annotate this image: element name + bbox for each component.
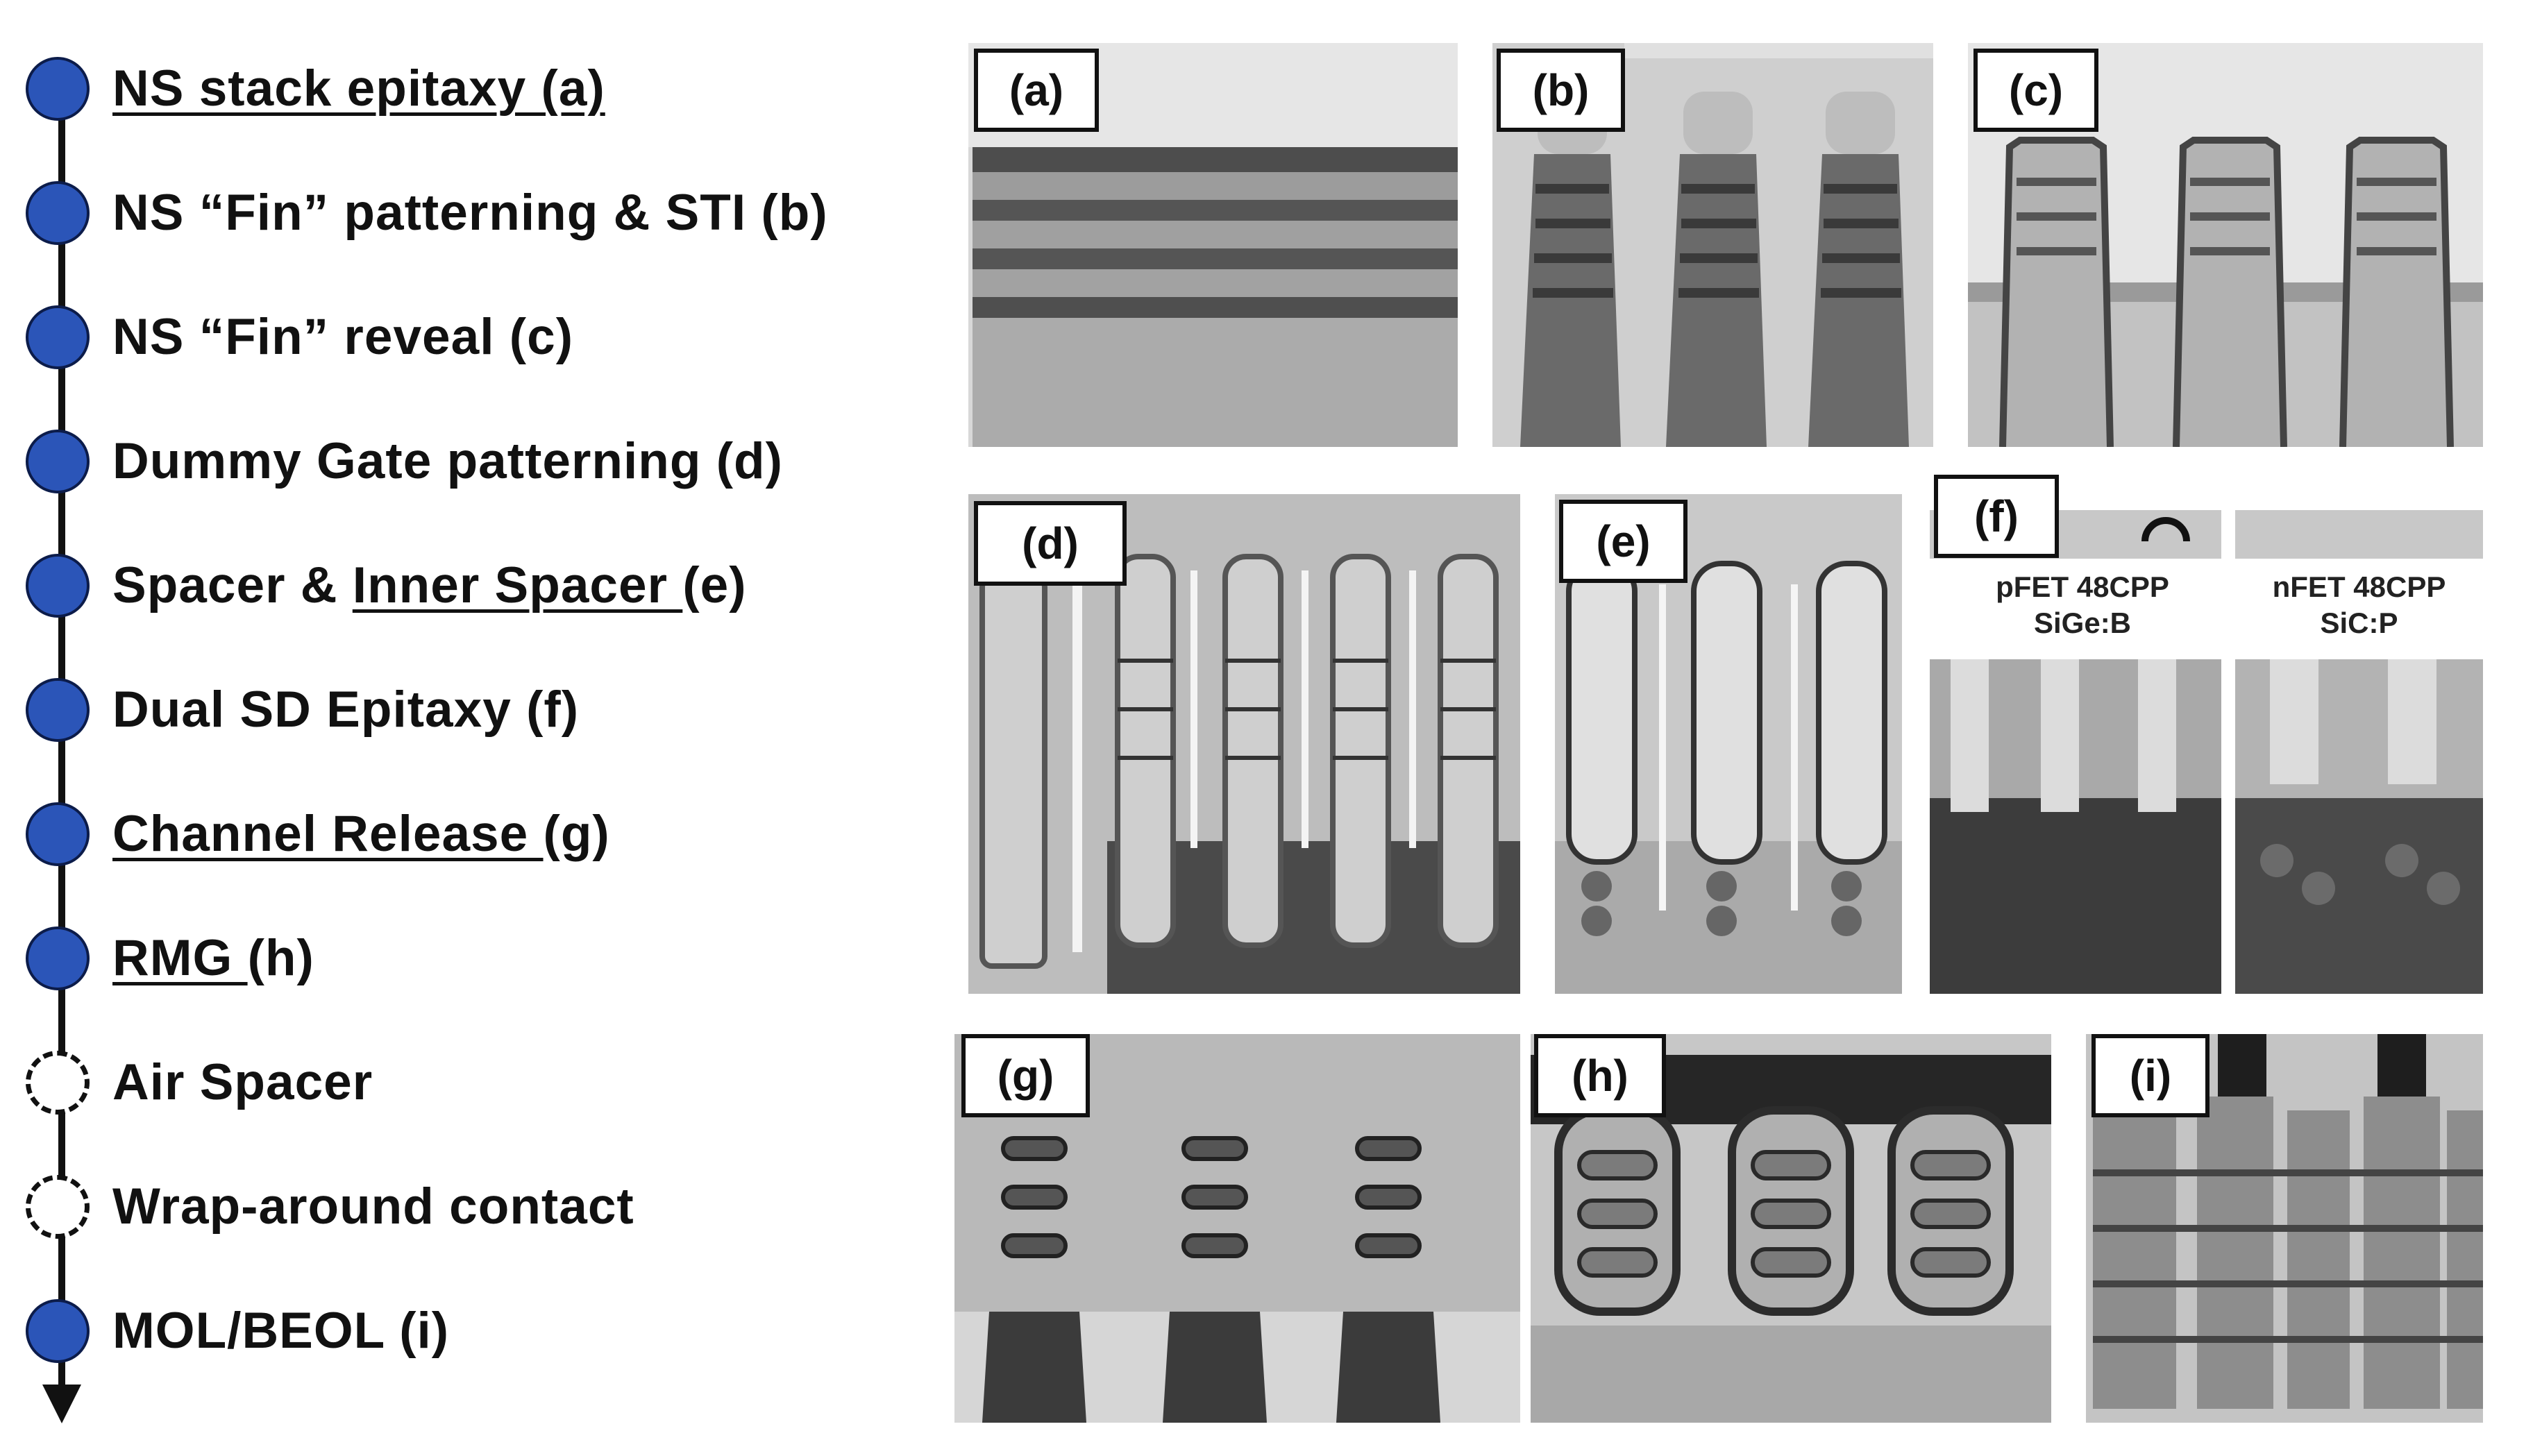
panel-label-c: (c) [1973, 49, 2098, 132]
process-node-icon [26, 305, 90, 369]
step-label: Dual SD Epitaxy (f) [112, 682, 580, 738]
step-label: NS “Fin” patterning & STI (b) [112, 185, 828, 241]
process-node-icon [26, 554, 90, 618]
flow-step-fin-reveal: NS “Fin” reveal (c) [0, 298, 958, 375]
spacer-image [1555, 494, 1902, 994]
process-node-icon [26, 1299, 90, 1363]
step-label: NS stack epitaxy (a) [112, 60, 605, 117]
flow-step-fin-patterning: NS “Fin” patterning & STI (b) [0, 174, 958, 251]
step-label: NS “Fin” reveal (c) [112, 309, 574, 365]
process-node-icon [26, 926, 90, 990]
flow-step-wrap-around-contact: Wrap-around contact [0, 1168, 958, 1244]
flow-step-rmg: RMG (h) [0, 920, 958, 996]
ns-stack-image [968, 43, 1458, 447]
panel-label-d: (d) [974, 501, 1127, 586]
panel-i-tem-image: (i) [2086, 1034, 2483, 1423]
process-node-icon [26, 802, 90, 866]
step-label: RMG (h) [112, 930, 314, 986]
rmg-image [1531, 1034, 2051, 1423]
panel-a-tem-image: (a) [968, 43, 1458, 447]
panel-g-tem-image: (g) [954, 1034, 1520, 1423]
nfet-caption-line2: SiC:P [2320, 607, 2398, 639]
step-label: Wrap-around contact [112, 1178, 634, 1235]
panel-h-tem-image: (h) [1531, 1034, 2051, 1423]
fin-reveal-image [1968, 43, 2483, 447]
flow-step-dummy-gate: Dummy Gate patterning (d) [0, 423, 958, 499]
optional-node-icon [26, 1175, 90, 1239]
step-label: MOL/BEOL (i) [112, 1303, 450, 1359]
panel-label-b: (b) [1497, 49, 1625, 132]
optional-node-icon [26, 1051, 90, 1115]
panel-label-a: (a) [974, 49, 1099, 132]
panel-label-f: (f) [1934, 475, 2059, 558]
step-label: Spacer & Inner Spacer (e) [112, 557, 747, 613]
flow-step-ns-stack-epitaxy: NS stack epitaxy (a) [0, 50, 958, 126]
flow-step-mol-beol: MOL/BEOL (i) [0, 1292, 958, 1369]
nfet-caption-line1: nFET 48CPP [2272, 570, 2446, 603]
process-flow: NS stack epitaxy (a) NS “Fin” patterning… [0, 0, 958, 1456]
panel-b-tem-image: (b) [1492, 43, 1933, 447]
panel-label-h: (h) [1534, 1034, 1666, 1117]
panel-label-i: (i) [2091, 1034, 2209, 1117]
panel-label-g: (g) [961, 1034, 1090, 1117]
pfet-caption-line1: pFET 48CPP [1996, 570, 2169, 603]
step-label: Air Spacer [112, 1054, 373, 1110]
flow-step-spacer: Spacer & Inner Spacer (e) [0, 547, 958, 623]
step-label: Channel Release (g) [112, 806, 610, 862]
sd-epitaxy-image [1930, 472, 2483, 994]
panel-label-e: (e) [1559, 500, 1687, 583]
flow-step-sd-epitaxy: Dual SD Epitaxy (f) [0, 671, 958, 747]
process-node-icon [26, 181, 90, 245]
process-node-icon [26, 57, 90, 121]
panel-e-tem-image: (e) [1555, 494, 1902, 994]
mol-beol-image [2086, 1034, 2483, 1423]
pfet-caption-line2: SiGe:B [2033, 607, 2132, 639]
panel-f-tem-image: (f) pFET 48CPP SiGe:B nFET 48CPP SiC:P [1930, 472, 2483, 994]
panel-d-tem-image: (d) [968, 494, 1520, 994]
process-node-icon [26, 678, 90, 742]
flow-step-channel-release: Channel Release (g) [0, 795, 958, 872]
flow-step-air-spacer: Air Spacer [0, 1044, 958, 1120]
process-node-icon [26, 430, 90, 493]
flow-arrow-icon [42, 1385, 81, 1423]
pfet-caption: pFET 48CPP SiGe:B [1937, 569, 2228, 641]
panel-c-tem-image: (c) [1968, 43, 2483, 447]
step-label: Dummy Gate patterning (d) [112, 433, 783, 489]
nfet-caption: nFET 48CPP SiC:P [2235, 569, 2483, 641]
